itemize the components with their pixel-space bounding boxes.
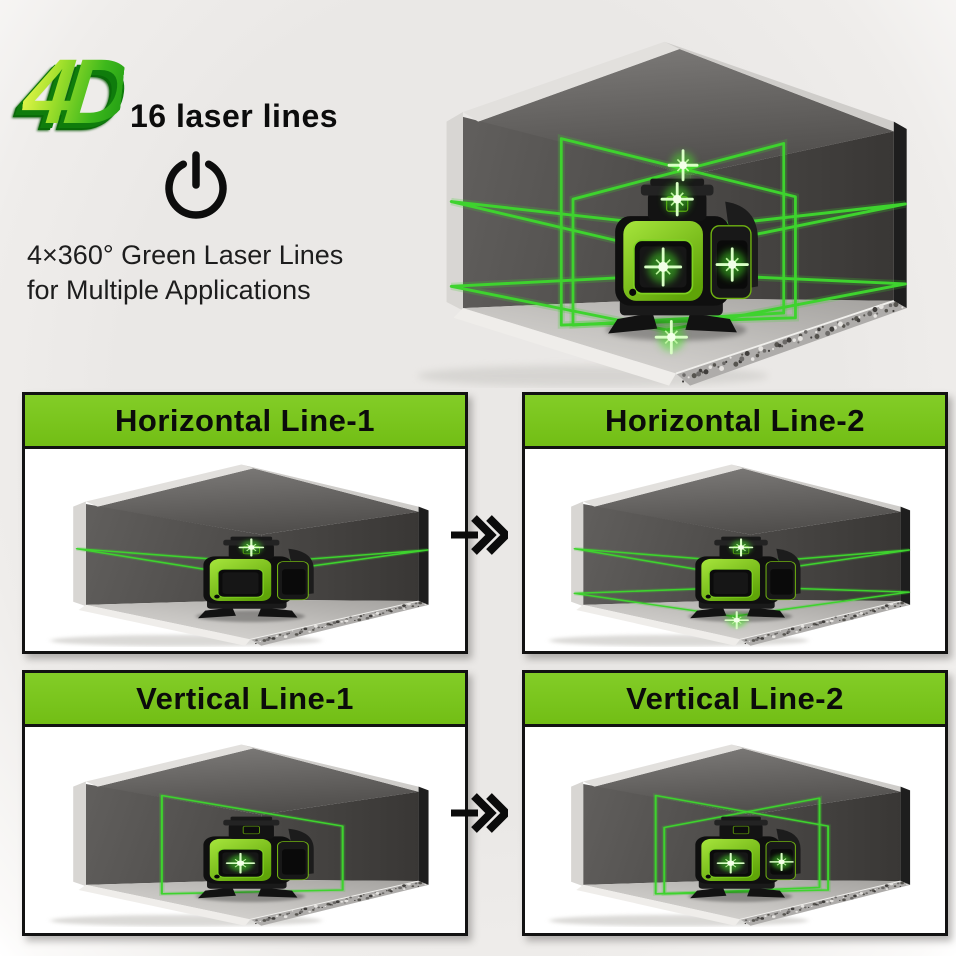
room-illustration-v1 [50,744,429,927]
power-icon [165,151,227,219]
tagline: 4×360° Green Laser Lines for Multiple Ap… [27,238,387,308]
panel-illustration [25,449,465,651]
headline: 16 laser lines [130,98,339,134]
panel-title: Vertical Line-1 [25,673,465,727]
hero-room-illustration [417,41,907,387]
double-right-arrow-icon [451,793,508,833]
room-illustration-h2 [549,464,911,647]
panel-illustration [525,449,945,651]
panel-title: Horizontal Line-1 [25,395,465,449]
panel-illustration [525,727,945,933]
panel-illustration [25,727,465,933]
double-right-arrow-icon [451,515,508,555]
4d-logo-face: 4D [18,41,127,143]
panel-vertical-line-2: Vertical Line-2 [522,670,948,936]
panel-title: Vertical Line-2 [525,673,945,727]
panel-horizontal-line-1: Horizontal Line-1 [22,392,468,654]
panel-vertical-line-1: Vertical Line-1 [22,670,468,936]
room-illustration-h1 [50,464,429,647]
panel-title: Horizontal Line-2 [525,395,945,449]
tagline-line1: 4×360° Green Laser Lines [27,240,344,270]
room-illustration-v2 [549,744,911,927]
tagline-line2: for Multiple Applications [27,275,311,305]
panel-horizontal-line-2: Horizontal Line-2 [522,392,948,654]
